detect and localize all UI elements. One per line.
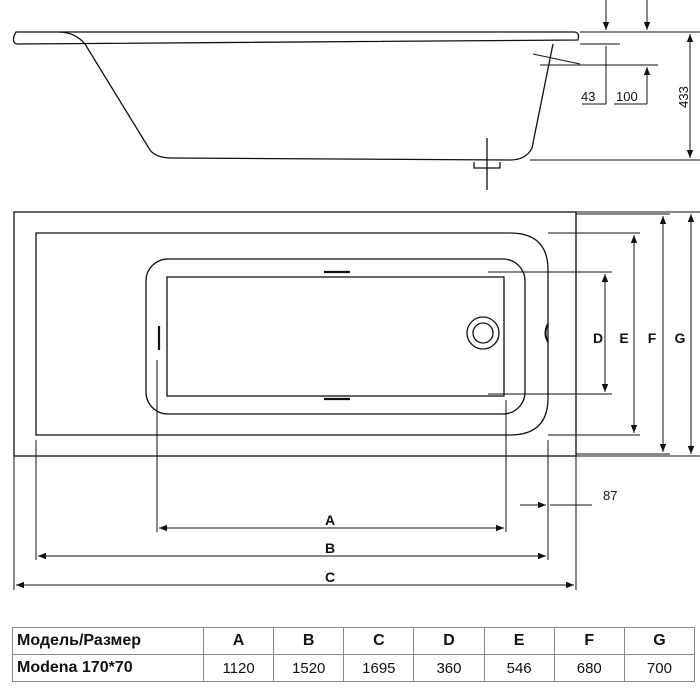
cell-d: 360 <box>413 654 485 682</box>
dim-f-label: F <box>648 330 657 346</box>
dim-c-label: C <box>325 569 335 585</box>
header-a: A <box>202 627 275 655</box>
dim-100-label: 100 <box>616 89 638 104</box>
bathtub-drawing: 43 100 433 A B C 87 <box>12 0 700 590</box>
dim-433-label: 433 <box>676 86 691 108</box>
cell-g: 700 <box>623 654 696 682</box>
dim-g-label: G <box>675 330 686 346</box>
table-row: Modena 170*70 1120 1520 1695 360 546 680… <box>12 654 696 682</box>
header-c: C <box>343 627 415 655</box>
cell-a: 1120 <box>202 654 275 682</box>
side-view-leader <box>532 53 581 65</box>
cell-c: 1695 <box>343 654 415 682</box>
cell-f: 680 <box>553 654 625 682</box>
overflow-mark <box>544 323 549 343</box>
dim-e-label: E <box>619 330 628 346</box>
top-view-inner-rim <box>35 232 549 436</box>
top-view-outer-rim <box>13 211 577 457</box>
dim-b-label: B <box>325 540 335 556</box>
side-view-body <box>57 31 554 161</box>
cell-e: 546 <box>483 654 555 682</box>
spec-table: Модель/Размер A B C D E F G Modena 170*7… <box>12 627 696 682</box>
header-g: G <box>623 627 696 655</box>
vertical-dimensions <box>488 211 700 457</box>
top-view <box>13 211 577 457</box>
dim-87-label: 87 <box>603 488 617 503</box>
drain-inner <box>472 322 494 344</box>
cell-b: 1520 <box>273 654 345 682</box>
drain-outer <box>466 316 500 350</box>
cell-model: Modena 170*70 <box>12 654 204 682</box>
header-e: E <box>483 627 555 655</box>
header-b: B <box>273 627 345 655</box>
side-view <box>12 0 700 190</box>
header-d: D <box>413 627 485 655</box>
dim-43-label: 43 <box>581 89 595 104</box>
dim-a-label: A <box>325 512 335 528</box>
header-model: Модель/Размер <box>12 627 204 655</box>
dim-d-label: D <box>593 330 603 346</box>
header-f: F <box>553 627 625 655</box>
tub-basin-outer <box>145 258 526 415</box>
spec-table-header: Модель/Размер A B C D E F G <box>12 627 696 655</box>
tub-basin-inner <box>166 276 505 397</box>
horizontal-dimensions <box>13 360 592 590</box>
side-view-rim <box>12 31 580 45</box>
